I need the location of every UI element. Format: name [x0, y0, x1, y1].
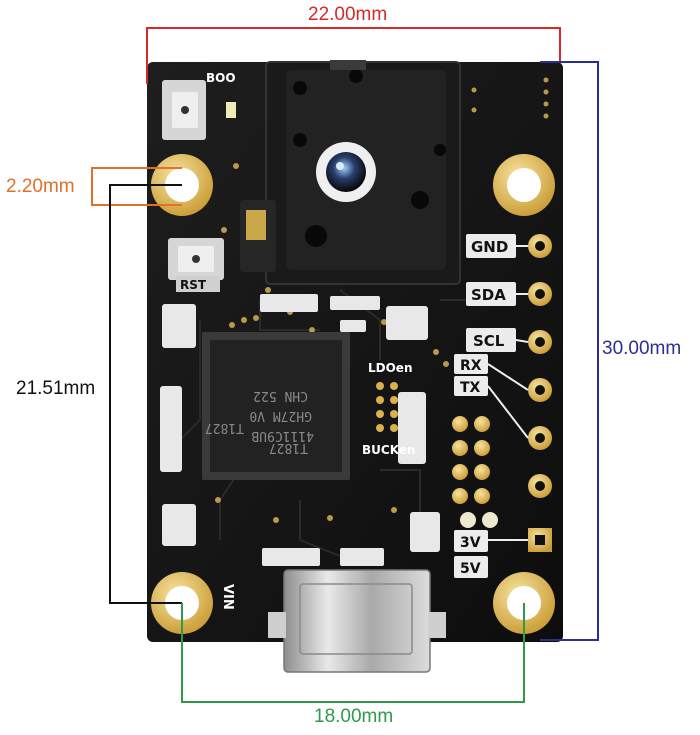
chip-marking-1: T1827: [205, 420, 244, 435]
header-pins: [528, 234, 552, 552]
reset-label: RST: [180, 278, 207, 292]
boot-label: BOO: [206, 71, 236, 85]
mounting-hole-top-right: [493, 154, 555, 216]
dimension-top-lines: [146, 27, 561, 84]
pin-label-rx: RX: [460, 358, 482, 374]
regulator-pads: [376, 382, 398, 432]
test-pad-array: [452, 416, 498, 528]
reset-label-box: [176, 276, 220, 292]
chip-marking-line-1: T1827: [269, 440, 308, 455]
dimension-right-lines: [540, 61, 599, 641]
pin-label-tx: TX: [460, 380, 481, 396]
ldoen-label: LDOen: [368, 361, 413, 375]
chip-marking-line-2: 4111C9UB: [251, 428, 314, 443]
pin-label-gnd: GND: [471, 238, 508, 256]
main-chip: T1827: [202, 332, 350, 480]
pin-leader-lines: [487, 245, 529, 541]
chip-marking-line-3: GH27M V0: [249, 408, 312, 423]
pin-label-scl: SCL: [473, 332, 505, 350]
lens-icon: [316, 142, 376, 202]
dimension-left-small-label: 2.20mm: [6, 176, 75, 197]
dimension-bottom-lines: [181, 603, 525, 703]
dimension-right-label: 30.00mm: [602, 338, 682, 359]
led: [226, 102, 236, 118]
boot-button[interactable]: [162, 80, 206, 140]
usb-c-connector: [268, 569, 446, 673]
dimension-bottom-label: 18.00mm: [314, 706, 394, 727]
dimension-top-label: 22.00mm: [308, 4, 388, 25]
pin-label-3v: 3V: [460, 535, 481, 551]
chip-marking-line-4: CHN 522: [253, 388, 308, 403]
smd-components: [160, 294, 440, 566]
pin-label-5v: 5V: [460, 561, 481, 577]
reset-button[interactable]: [168, 238, 224, 280]
vin-label: VIN: [220, 584, 235, 610]
dimension-left-spacing-lines: [109, 184, 182, 604]
dimension-left-small-lines: [91, 167, 182, 206]
pin-label-boxes: [454, 234, 516, 578]
bucken-label: BUCKen: [362, 443, 415, 457]
dimension-left-spacing-label: 21.51mm: [16, 378, 96, 399]
pin-label-sda: SDA: [471, 286, 506, 304]
